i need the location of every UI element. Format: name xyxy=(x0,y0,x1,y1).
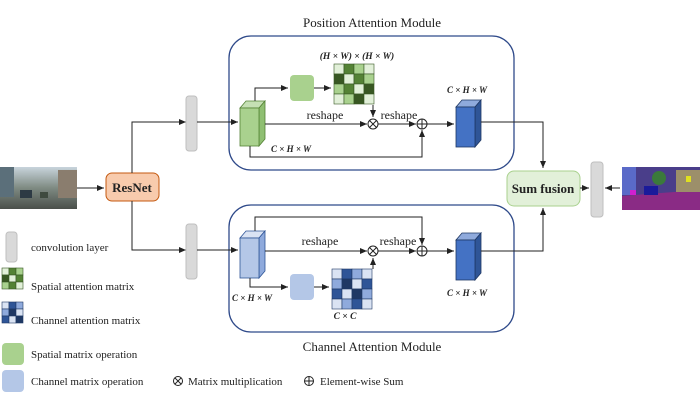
legend-sum-icon xyxy=(304,376,314,386)
matrix-cell xyxy=(363,83,375,95)
legend-multiplication-label: Matrix multiplication xyxy=(188,376,283,388)
element-wise-sum-symbol-pos xyxy=(416,118,428,130)
legend-multiplication-icon xyxy=(173,376,183,386)
channel-matrix-operation xyxy=(290,274,314,300)
matrix-cell xyxy=(15,308,24,317)
matrix-cell xyxy=(361,288,373,300)
matrix-cell xyxy=(343,83,355,95)
position-feature-cube xyxy=(239,99,266,148)
matrix-cell xyxy=(1,281,10,290)
reshape-label-pos-2: reshape xyxy=(381,108,418,122)
matrix-cell xyxy=(343,73,355,85)
position-module-title: Position Attention Module xyxy=(303,15,441,30)
reshape-label-ch-1: reshape xyxy=(302,234,339,248)
channel-attention-matrix xyxy=(331,268,373,310)
matrix-cell xyxy=(15,274,24,283)
matrix-cell xyxy=(8,274,17,283)
legend-channel-op-label: Channel matrix operation xyxy=(31,376,144,388)
sum-fusion-label: Sum fusion xyxy=(512,181,575,196)
matrix-cell xyxy=(363,93,375,105)
matrix-cell xyxy=(341,298,353,310)
matrix-cell xyxy=(8,301,17,310)
conv-layer-top xyxy=(185,95,198,152)
matrix-cell xyxy=(353,83,365,95)
hw-x-hw-label: (H × W) × (H × W) xyxy=(320,51,394,62)
matrix-cell xyxy=(1,274,10,283)
spatial-attention-matrix xyxy=(333,63,375,105)
matrix-cell xyxy=(341,268,353,280)
matrix-cell xyxy=(343,93,355,105)
matrix-cell xyxy=(331,278,343,290)
matrix-cell xyxy=(341,278,353,290)
resnet-label: ResNet xyxy=(112,180,152,195)
matrix-cell xyxy=(333,83,345,95)
legend-sum-label: Element-wise Sum xyxy=(320,376,404,388)
matrix-cell xyxy=(351,278,363,290)
matrix-cell xyxy=(8,281,17,290)
matrix-cell xyxy=(361,278,373,290)
matrix-cell xyxy=(363,63,375,75)
matrix-cell xyxy=(331,298,343,310)
legend-spatial-op-swatch xyxy=(2,343,24,365)
cxc-label: C × C xyxy=(334,312,357,322)
position-output-dims: C × H × W xyxy=(447,85,488,95)
element-wise-sum-symbol-ch xyxy=(416,245,428,257)
matrix-multiplication-symbol-ch xyxy=(367,245,379,257)
conv-layer-bottom xyxy=(185,223,198,280)
matrix-cell xyxy=(1,267,10,276)
legend-channel-matrix-swatch xyxy=(1,301,24,324)
position-cube-dims: C × H × W xyxy=(271,144,312,154)
position-output-cube xyxy=(455,98,482,149)
legend-spatial-matrix-swatch xyxy=(1,267,24,290)
matrix-cell xyxy=(333,73,345,85)
matrix-cell xyxy=(8,267,17,276)
matrix-cell xyxy=(351,298,363,310)
matrix-cell xyxy=(15,301,24,310)
matrix-cell xyxy=(361,268,373,280)
matrix-cell xyxy=(333,93,345,105)
channel-attention-module-frame xyxy=(228,204,515,333)
position-attention-module-frame xyxy=(228,35,515,171)
matrix-cell xyxy=(1,301,10,310)
matrix-cell xyxy=(353,73,365,85)
matrix-cell xyxy=(353,93,365,105)
matrix-cell xyxy=(8,308,17,317)
matrix-cell xyxy=(351,268,363,280)
matrix-cell xyxy=(363,73,375,85)
reshape-label-pos-1: reshape xyxy=(307,108,344,122)
spatial-matrix-operation xyxy=(290,75,314,101)
matrix-cell xyxy=(331,268,343,280)
matrix-cell xyxy=(351,288,363,300)
matrix-cell xyxy=(333,63,345,75)
reshape-label-ch-2: reshape xyxy=(380,234,417,248)
channel-output-cube xyxy=(455,231,482,282)
matrix-cell xyxy=(343,63,355,75)
matrix-cell xyxy=(1,308,10,317)
matrix-cell xyxy=(15,315,24,324)
legend-spatial-op-label: Spatial matrix operation xyxy=(31,349,138,361)
matrix-multiplication-symbol-pos xyxy=(367,118,379,130)
channel-cube-dims: C × H × W xyxy=(232,293,273,303)
matrix-cell xyxy=(353,63,365,75)
matrix-cell xyxy=(341,288,353,300)
matrix-cell xyxy=(8,315,17,324)
output-segmentation-map xyxy=(622,167,700,210)
legend-channel-op-swatch xyxy=(2,370,24,392)
matrix-cell xyxy=(15,267,24,276)
matrix-cell xyxy=(15,281,24,290)
matrix-cell xyxy=(361,298,373,310)
legend-spatial-matrix-label: Spatial attention matrix xyxy=(31,281,135,293)
matrix-cell xyxy=(331,288,343,300)
channel-module-title: Channel Attention Module xyxy=(303,339,442,354)
channel-feature-cube xyxy=(239,229,266,280)
legend-conv-swatch xyxy=(5,231,18,263)
legend-channel-matrix-label: Channel attention matrix xyxy=(31,315,141,327)
legend-conv-label: convolution layer xyxy=(31,242,109,254)
matrix-cell xyxy=(1,315,10,324)
channel-output-dims: C × H × W xyxy=(447,288,488,298)
conv-layer-output xyxy=(590,161,604,218)
input-street-image xyxy=(0,167,77,209)
